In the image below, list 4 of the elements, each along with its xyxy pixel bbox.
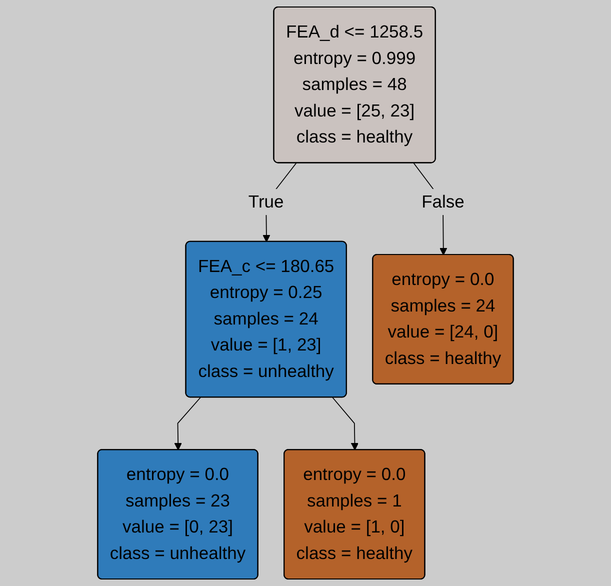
edge-label: False [422, 192, 464, 212]
edge-label: True [248, 192, 284, 212]
arrow [332, 397, 359, 450]
arrow [174, 397, 201, 450]
